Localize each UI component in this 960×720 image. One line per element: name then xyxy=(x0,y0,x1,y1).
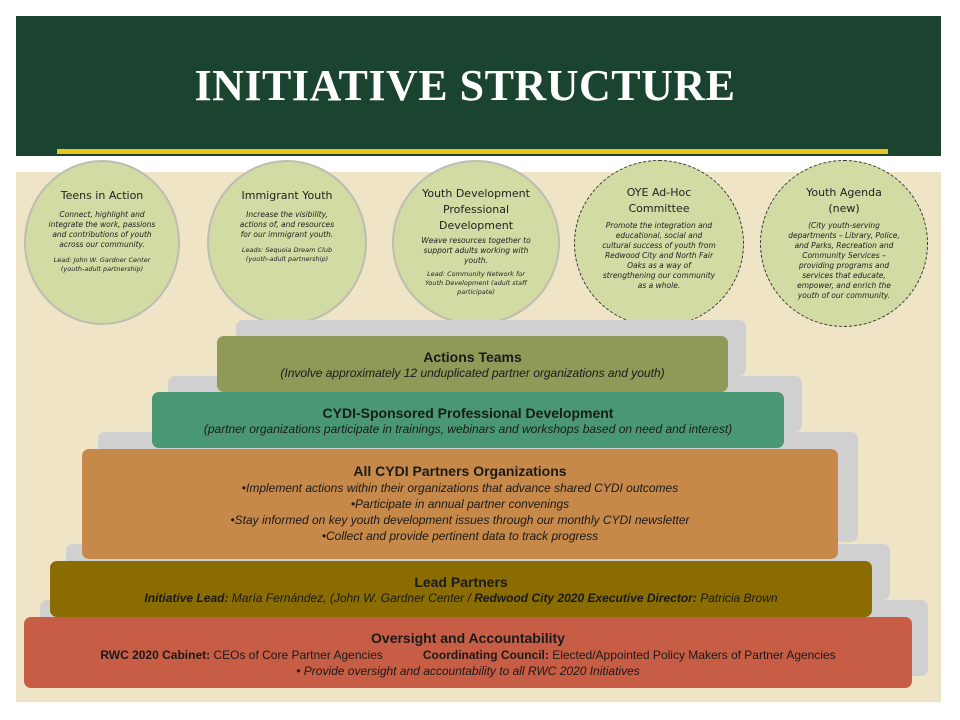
tier-title: Actions Teams xyxy=(423,349,522,365)
circle-title: Teens in Action xyxy=(60,189,144,202)
tier-oversight-line: RWC 2020 Cabinet: CEOs of Core Partner A… xyxy=(24,647,912,663)
tier-bullet: •Stay informed on key youth development … xyxy=(230,513,690,527)
executive-director-value: Patricia Brown xyxy=(696,591,778,605)
tier-subtitle: (Involve approximately 12 unduplicated p… xyxy=(280,366,665,380)
tier-bullet: •Collect and provide pertinent data to t… xyxy=(321,529,599,543)
tier-bullet: • Provide oversight and accountability t… xyxy=(296,664,640,678)
circle-title-line: OYE Ad-Hoc xyxy=(626,186,692,199)
circle-title-line: Development xyxy=(438,219,514,232)
circle-teens-in-action: Teens in Action Connect, highlight and i… xyxy=(24,160,180,325)
circle-description: Connect, highlight and integrate the wor… xyxy=(48,210,156,249)
tier-subtitle: (partner organizations participate in tr… xyxy=(203,422,733,436)
circle-youth-development-pd: Youth Development Professional Developme… xyxy=(392,160,560,325)
tier-title: Lead Partners xyxy=(414,574,508,590)
circle-title-line: Professional xyxy=(442,203,510,216)
circle-title-line: Youth Agenda xyxy=(806,186,882,199)
tier-lead-line: Initiative Lead: María Fernández, (John … xyxy=(50,591,872,606)
initiative-lead-value: María Fernández, (John W. Gardner Center… xyxy=(228,591,475,605)
tier-oversight: Oversight and Accountability RWC 2020 Ca… xyxy=(24,617,912,688)
circle-title-line: Youth Development xyxy=(422,187,530,200)
circle-description: Weave resources together to support adul… xyxy=(421,236,531,265)
executive-director-label: Redwood City 2020 Executive Director: xyxy=(474,591,697,605)
circle-description: (City youth-serving departments – Librar… xyxy=(788,221,900,300)
council-value: Elected/Appointed Policy Makers of Partn… xyxy=(548,648,836,662)
tier-title: CYDI-Sponsored Professional Development xyxy=(322,405,614,421)
circle-title-line: Committee xyxy=(628,202,690,215)
tier-all-partners: All CYDI Partners Organizations •Impleme… xyxy=(82,449,838,559)
circle-lead: Lead: John W. Gardner Center (youth-adul… xyxy=(53,256,151,273)
circle-description: Increase the visibility, actions of, and… xyxy=(239,210,335,239)
circle-immigrant-youth: Immigrant Youth Increase the visibility,… xyxy=(207,160,367,325)
tier-title: All CYDI Partners Organizations xyxy=(353,463,567,479)
tier-bullet: •Implement actions within their organiza… xyxy=(241,481,679,495)
circle-youth-agenda: Youth Agenda (new) (City youth-serving d… xyxy=(760,160,928,327)
circle-title: Immigrant Youth xyxy=(241,189,333,202)
council-label: Coordinating Council: xyxy=(422,648,549,662)
tier-lead-partners: Lead Partners Initiative Lead: María Fer… xyxy=(50,561,872,617)
cabinet-label: RWC 2020 Cabinet: xyxy=(100,648,211,662)
initiative-lead-label: Initiative Lead: xyxy=(144,591,229,605)
circle-description: Promote the integration and educational,… xyxy=(602,221,716,290)
cabinet-value: CEOs of Core Partner Agencies xyxy=(210,648,383,662)
slide-header xyxy=(16,16,941,156)
tier-bullet: •Participate in annual partner convening… xyxy=(350,497,570,511)
tier-professional-development: CYDI-Sponsored Professional Development … xyxy=(152,392,784,448)
circle-lead: Lead: Community Network for Youth Develo… xyxy=(425,270,527,296)
tier-title: Oversight and Accountability xyxy=(371,630,565,646)
tier-actions-teams: Actions Teams (Involve approximately 12 … xyxy=(217,336,728,392)
title-accent-bar xyxy=(57,149,888,154)
circle-lead: Leads: Sequoia Dream Club (youth-adult p… xyxy=(241,246,333,263)
circle-title-line: (new) xyxy=(828,202,860,215)
slide-title: INITIATIVE STRUCTURE xyxy=(194,61,736,110)
circle-oye-ad-hoc: OYE Ad-Hoc Committee Promote the integra… xyxy=(574,160,744,327)
